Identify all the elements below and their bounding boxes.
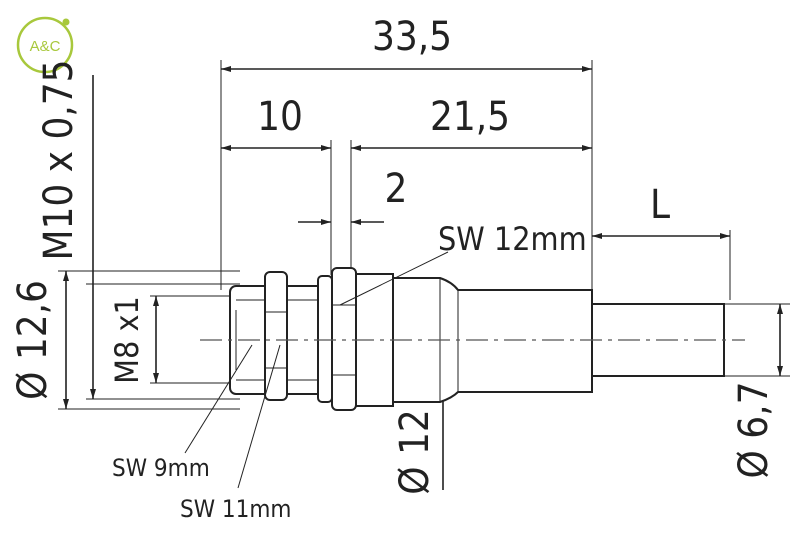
dim-cable-length: L xyxy=(650,182,670,228)
logo-dot xyxy=(62,18,70,26)
hex-nut-sw11 xyxy=(317,275,333,403)
dim-thread-m10: M10 x 0,75 xyxy=(36,59,82,260)
hex-nut-sw12 xyxy=(331,267,357,411)
logo-circle xyxy=(16,16,74,74)
dim-front-length: 10 xyxy=(257,94,303,140)
callout-sw12: SW 12mm xyxy=(438,220,587,258)
callout-sw9: SW 9mm xyxy=(112,454,210,482)
dim-dia-12: Ø 12 xyxy=(392,409,438,495)
overmold-body xyxy=(391,277,593,403)
leader-sw9 xyxy=(184,344,253,454)
callout-sw11: SW 11mm xyxy=(180,495,291,523)
dim-overall-length: 33,5 xyxy=(372,14,452,60)
logo: A&C xyxy=(16,16,74,74)
dim-dia-12-6: Ø 12,6 xyxy=(10,280,56,400)
leader-sw12 xyxy=(339,251,449,306)
leader-sw11 xyxy=(237,344,281,489)
hex-nut-sw9 xyxy=(264,271,288,401)
dim-rear-length: 21,5 xyxy=(430,94,510,140)
logo-text: A&C xyxy=(30,38,61,55)
dim-dia-6-7: Ø 6,7 xyxy=(731,382,777,479)
dim-thread-m8: M8 x1 xyxy=(108,296,146,384)
dim-gap: 2 xyxy=(385,166,408,212)
connector-drawing xyxy=(200,267,745,411)
